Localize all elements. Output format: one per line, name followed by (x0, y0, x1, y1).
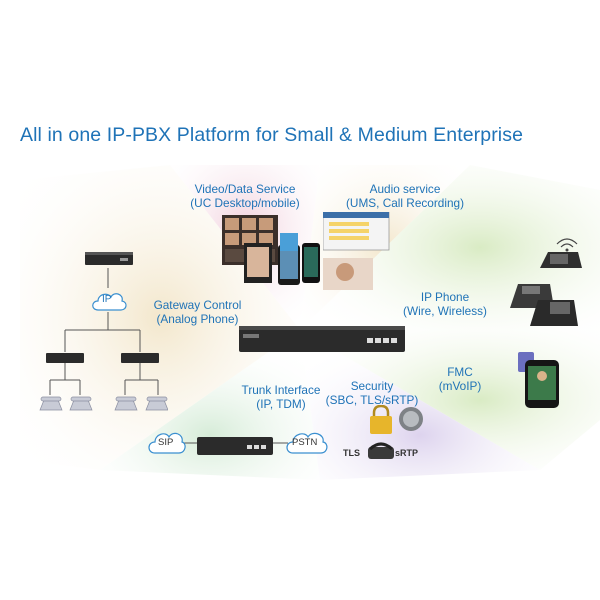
security-icons (368, 405, 423, 459)
label-audio-service: Audio service (UMS, Call Recording) (340, 182, 470, 210)
label-fmc: FMC (mVoIP) (430, 365, 490, 393)
label-video-sub: (UC Desktop/mobile) (190, 196, 300, 210)
tls-label: TLS (343, 448, 360, 458)
gateway-device-icon (85, 252, 133, 265)
label-audio-sub: (UMS, Call Recording) (346, 196, 464, 210)
label-gateway-sub: (Analog Phone) (156, 312, 239, 326)
wifi-icon (556, 238, 578, 248)
gateway-network-lines (49, 268, 288, 444)
label-ipphone-sub: (Wire, Wireless) (403, 304, 487, 318)
trunk-gateway-device-icon (197, 437, 273, 455)
video-data-screens-image (222, 215, 320, 285)
srtp-label: sRTP (395, 448, 419, 458)
analog-phone-icons (39, 396, 168, 411)
label-security: Security (SBC, TLS/sRTP) (322, 379, 422, 407)
ip-cloud-icon (92, 293, 127, 311)
sip-label: SIP (158, 437, 174, 448)
sip-cloud-icon (148, 432, 186, 454)
label-trunk-interface: Trunk Interface (IP, TDM) (226, 383, 336, 411)
pstn-cloud-icon (286, 432, 328, 454)
label-security-title: Security (350, 379, 394, 393)
label-fmc-sub: (mVoIP) (438, 379, 482, 393)
label-video-title: Video/Data Service (194, 182, 296, 196)
router-icon (46, 353, 84, 363)
label-ip-phone: IP Phone (Wire, Wireless) (395, 290, 495, 318)
label-gateway-control: Gateway Control (Analog Phone) (145, 298, 250, 326)
audio-service-screens-image (323, 212, 390, 290)
fmc-mobile-phone-image (518, 352, 559, 408)
page-title: All in one IP-PBX Platform for Small & M… (20, 124, 524, 146)
label-fmc-title: FMC (447, 365, 473, 379)
ip-phones-image (510, 238, 582, 326)
main-ip-pbx-device-icon (239, 326, 405, 352)
label-ipphone-title: IP Phone (420, 290, 470, 304)
label-trunk-sub: (IP, TDM) (256, 397, 306, 411)
pstn-label: PSTN (292, 437, 318, 448)
sector-security (300, 330, 540, 480)
label-video-data-service: Video/Data Service (UC Desktop/mobile) (185, 182, 305, 210)
label-audio-title: Audio service (369, 182, 441, 196)
label-trunk-title: Trunk Interface (241, 383, 321, 397)
label-security-sub: (SBC, TLS/sRTP) (325, 393, 419, 407)
label-gateway-title: Gateway Control (153, 298, 242, 312)
ip-cloud-label: IP (102, 294, 112, 305)
padlock-icon (370, 405, 392, 434)
router-icon (121, 353, 159, 363)
